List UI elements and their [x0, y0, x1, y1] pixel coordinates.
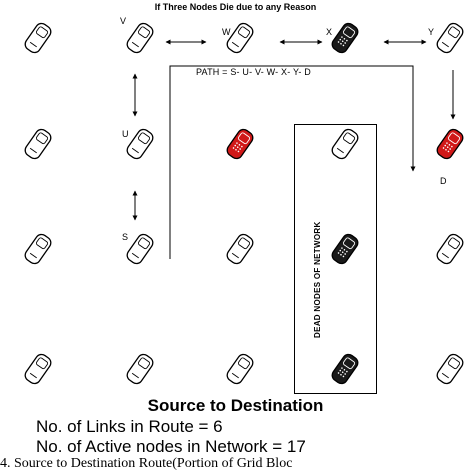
- diagram-title: If Three Nodes Die due to any Reason: [154, 2, 317, 12]
- node-label-u: U: [122, 129, 129, 139]
- node-phone-icon: [331, 128, 359, 160]
- path-label: PATH = S- U- V- W- X- Y- D: [196, 67, 311, 77]
- node-label-d: D: [440, 176, 447, 186]
- node-phone-icon: [436, 353, 464, 385]
- links-count-text: No. of Links in Route = 6: [36, 417, 223, 436]
- node-label-s: S: [122, 232, 129, 242]
- dead-nodes-box: [294, 124, 377, 394]
- node-phone-icon: [24, 128, 52, 160]
- node-d-phone-icon: [436, 128, 464, 160]
- node-label-x: X: [326, 27, 333, 37]
- node-phone-icon: [226, 353, 254, 385]
- figure-caption: 4. Source to Destination Route(Portion o…: [0, 456, 293, 471]
- node-s-phone-icon: [126, 233, 154, 265]
- active-nodes-text: No. of Active nodes in Network = 17: [36, 437, 306, 456]
- path-route-line: [169, 65, 416, 259]
- node-label-w: W: [222, 27, 231, 37]
- dead-nodes-label: DEAD NODES OF NETWORK: [313, 221, 322, 338]
- node-x-phone-icon: [331, 22, 359, 54]
- node-v-phone-icon: [126, 22, 154, 54]
- dead-node-phone-icon: [331, 353, 359, 385]
- node-label-v: V: [120, 16, 127, 26]
- route-heading: Source to Destination: [147, 396, 324, 415]
- node-phone-icon: [226, 233, 254, 265]
- node-phone-icon: [24, 22, 52, 54]
- dead-node-phone-icon: [331, 233, 359, 265]
- node-w-phone-icon: [226, 22, 254, 54]
- node-label-y: Y: [428, 27, 435, 37]
- node-phone-icon: [24, 233, 52, 265]
- node-phone-icon: [24, 353, 52, 385]
- node-u-phone-icon: [126, 128, 154, 160]
- node-phone-icon: [126, 353, 154, 385]
- node-y-phone-icon: [436, 22, 464, 54]
- node-phone-icon: [226, 128, 254, 160]
- node-phone-icon: [436, 233, 464, 265]
